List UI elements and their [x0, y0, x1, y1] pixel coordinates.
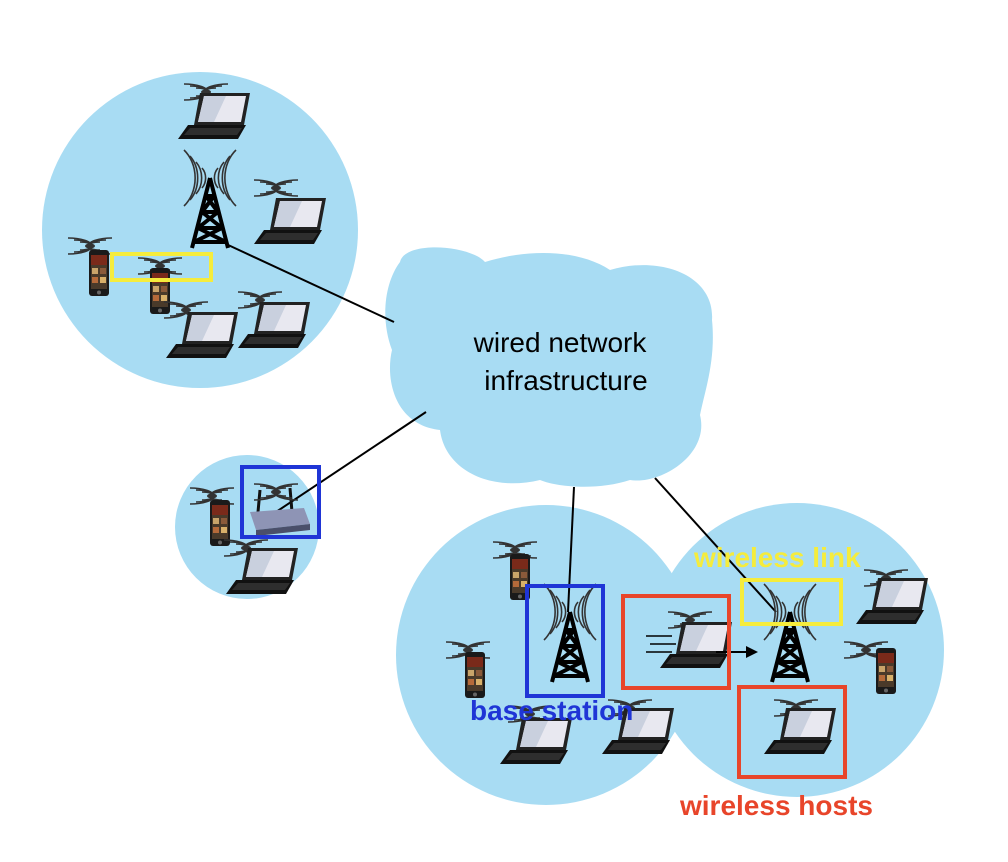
- base-station-box-router: [240, 465, 321, 539]
- wireless-link-box-right: [740, 578, 843, 626]
- cloud-label-line2: infrastructure: [484, 365, 647, 396]
- moving-laptop: [646, 611, 732, 668]
- wire-to-bottom-center-tower: [567, 486, 575, 613]
- wire-to-bottom-right-tower: [654, 477, 777, 613]
- wireless-host-box-laptop: [737, 685, 847, 779]
- wire-to-router: [275, 411, 427, 513]
- cloud-label-line1: wired network: [473, 327, 648, 358]
- wired-network-cloud: [385, 247, 713, 487]
- wifi-router-icon: [250, 483, 310, 536]
- smartphone-icon: [150, 268, 170, 314]
- wireless-link-label: wireless link: [693, 542, 861, 573]
- coverage-cell-bottom-right: [650, 503, 944, 797]
- smartphone-icon: [210, 500, 230, 546]
- base-station-label: base station: [470, 695, 633, 726]
- wireless-link-box-left: [110, 252, 213, 282]
- wireless-host-box-moving: [621, 594, 731, 690]
- base-station-box-tower: [525, 584, 605, 698]
- motion-arrow-icon: [716, 646, 758, 658]
- smartphone-icon: [465, 652, 485, 698]
- smartphone-icon: [876, 648, 896, 694]
- smartphone-icon: [89, 250, 109, 296]
- wireless-hosts-label: wireless hosts: [679, 790, 873, 821]
- wire-to-top-left-tower: [225, 243, 395, 323]
